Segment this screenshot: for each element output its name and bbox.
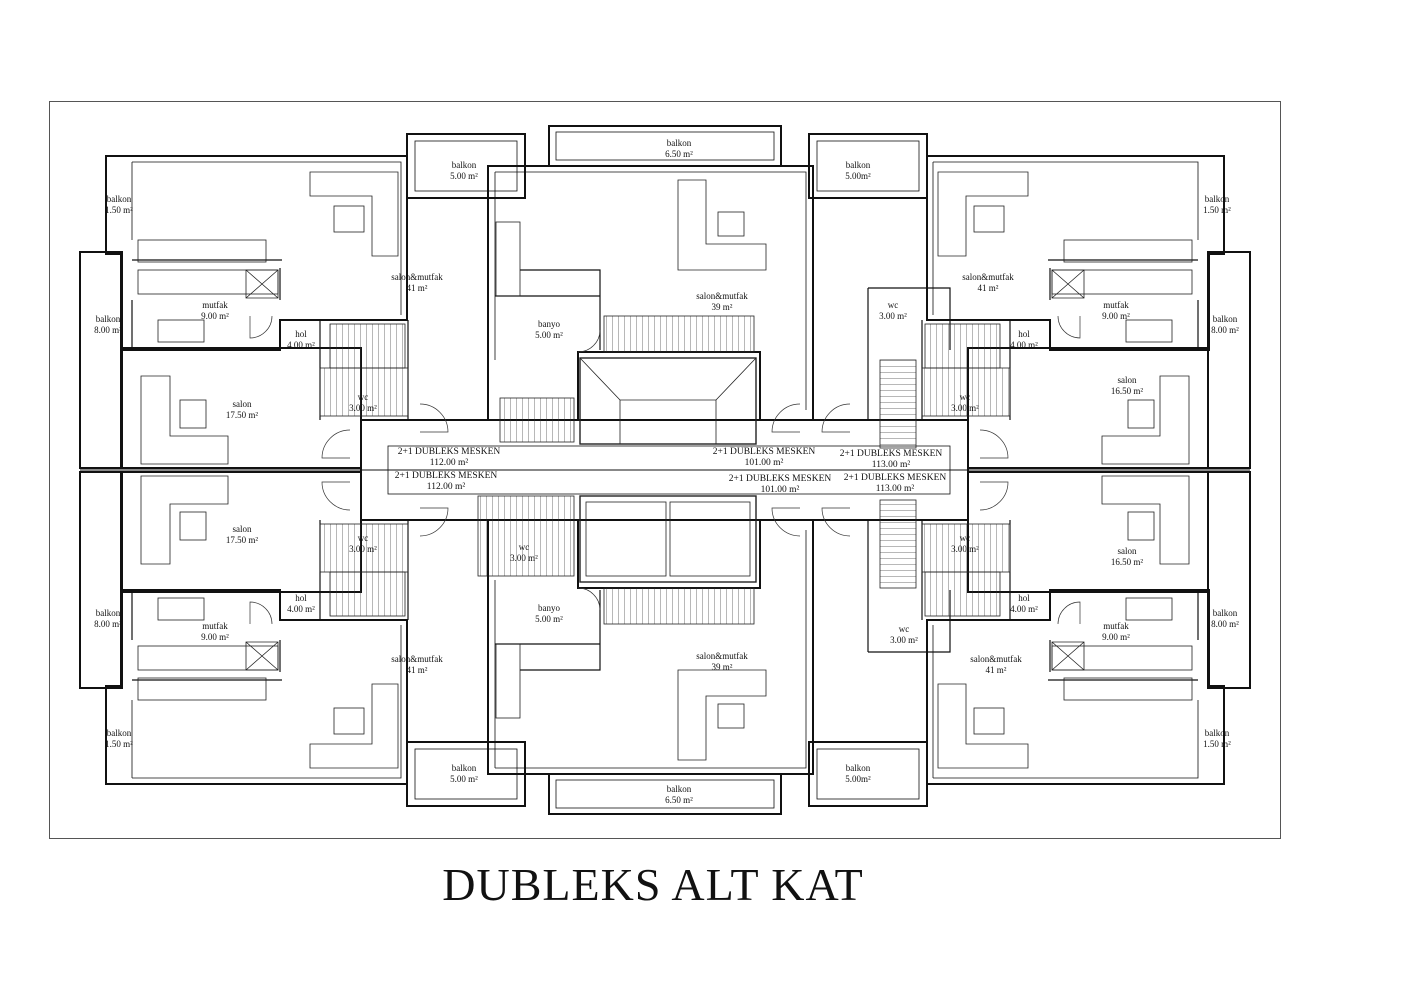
room-partition-lines bbox=[487, 166, 814, 774]
furniture bbox=[137, 171, 1193, 769]
staircases bbox=[319, 315, 1011, 625]
door-swings bbox=[249, 315, 1081, 625]
page-title: DUBLEKS ALT KAT bbox=[442, 859, 864, 910]
exterior-walls bbox=[79, 125, 1251, 815]
